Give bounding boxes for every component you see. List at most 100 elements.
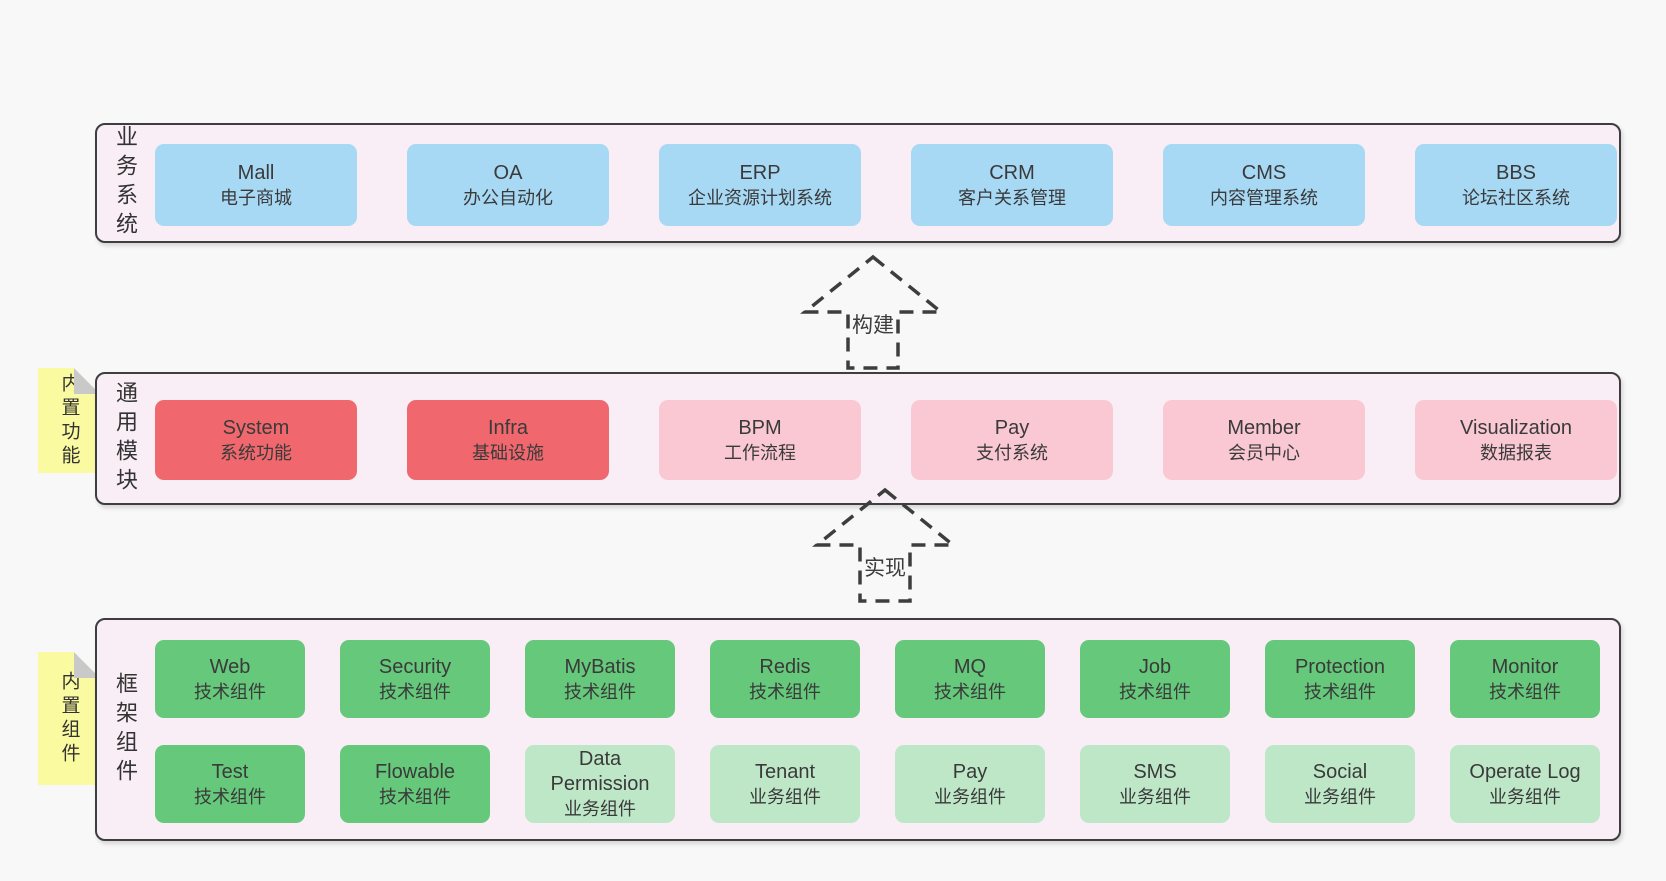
box-row: Mall 电子商城 OA 办公自动化 ERP 企业资源计划系统 CRM 客户关系管理 CMS 内容… xyxy=(155,144,1617,226)
box-subtitle: 工作流程 xyxy=(724,442,796,463)
business-systems-panel: 业务系统 Mall 电子商城 OA 办公自动化 ERP 企业资源计划系统 CRM 客户关系管理… xyxy=(95,123,1621,243)
diagram-box-job: Job 技术组件 xyxy=(1080,640,1230,718)
box-title: Data Permission xyxy=(550,748,650,795)
panel-title-common: 通用模块 xyxy=(113,380,138,497)
diagram-box-mq: MQ 技术组件 xyxy=(895,640,1045,718)
box-subtitle: 技术组件 xyxy=(934,681,1006,702)
box-title: Tenant xyxy=(754,760,816,783)
diagram-box-flowable: Flowable 技术组件 xyxy=(340,745,490,823)
box-subtitle: 基础设施 xyxy=(472,442,544,463)
box-subtitle: 技术组件 xyxy=(1119,681,1191,702)
diagram-box-system: System 系统功能 xyxy=(155,400,357,480)
box-subtitle: 电子商城 xyxy=(220,187,292,208)
diagram-box-cms: CMS 内容管理系统 xyxy=(1163,144,1365,226)
common-modules-panel: 通用模块 System 系统功能 Infra 基础设施 BPM 工作流程 Pay 支付系统 Me… xyxy=(95,372,1621,505)
box-title: MQ xyxy=(953,655,987,678)
implement-arrow xyxy=(812,487,958,603)
diagram-box-sms: SMS 业务组件 xyxy=(1080,745,1230,823)
box-title: ERP xyxy=(739,161,781,184)
box-title: Pay xyxy=(952,760,988,783)
box-subtitle: 业务组件 xyxy=(749,786,821,807)
diagram-box-pay: Pay 业务组件 xyxy=(895,745,1045,823)
builtin-features-sticky-note: 内置功能 xyxy=(38,368,100,473)
box-title: Redis xyxy=(759,655,811,678)
box-subtitle: 技术组件 xyxy=(1304,681,1376,702)
panel-title-framework: 框架组件 xyxy=(113,671,138,788)
diagram-box-bpm: BPM 工作流程 xyxy=(659,400,861,480)
box-subtitle: 技术组件 xyxy=(194,786,266,807)
box-subtitle: 技术组件 xyxy=(564,681,636,702)
build-arrow-label: 构建 xyxy=(852,314,894,337)
sticky-note-label: 内置功能 xyxy=(58,372,80,469)
box-subtitle: 业务组件 xyxy=(564,799,636,819)
builtin-components-sticky-note: 内置组件 xyxy=(38,652,100,785)
box-subtitle: 业务组件 xyxy=(1489,786,1561,807)
box-title: Job xyxy=(1138,655,1172,678)
box-subtitle: 系统功能 xyxy=(220,442,292,463)
box-subtitle: 技术组件 xyxy=(749,681,821,702)
diagram-box-web: Web 技术组件 xyxy=(155,640,305,718)
box-title: Protection xyxy=(1294,655,1386,678)
panel-title-business: 业务系统 xyxy=(113,125,138,241)
box-subtitle: 办公自动化 xyxy=(463,187,553,208)
box-subtitle: 支付系统 xyxy=(976,442,1048,463)
box-subtitle: 技术组件 xyxy=(194,681,266,702)
box-title: Visualization xyxy=(1460,416,1572,439)
box-subtitle: 论坛社区系统 xyxy=(1462,187,1570,208)
diagram-box-oa: OA 办公自动化 xyxy=(407,144,609,226)
box-subtitle: 技术组件 xyxy=(379,681,451,702)
box-title: Security xyxy=(378,655,452,678)
dashed-up-arrow-shape xyxy=(800,254,946,370)
diagram-box-visualization: Visualization 数据报表 xyxy=(1415,400,1617,480)
box-subtitle: 技术组件 xyxy=(379,786,451,807)
box-title: Operate Log xyxy=(1469,760,1581,783)
box-subtitle: 技术组件 xyxy=(1489,681,1561,702)
diagram-box-infra: Infra 基础设施 xyxy=(407,400,609,480)
diagram-box-data-permission: Data Permission 业务组件 xyxy=(525,745,675,823)
diagram-box-bbs: BBS 论坛社区系统 xyxy=(1415,144,1617,226)
box-title: Monitor xyxy=(1491,655,1559,678)
box-row: System 系统功能 Infra 基础设施 BPM 工作流程 Pay 支付系统 Member 会… xyxy=(155,400,1617,480)
implement-arrow-label: 实现 xyxy=(864,557,906,580)
diagram-box-pay: Pay 支付系统 xyxy=(911,400,1113,480)
box-title: Mall xyxy=(237,161,275,184)
build-arrow xyxy=(800,254,946,370)
box-subtitle: 会员中心 xyxy=(1228,442,1300,463)
box-title: Pay xyxy=(994,416,1030,439)
diagram-box-crm: CRM 客户关系管理 xyxy=(911,144,1113,226)
box-title: Flowable xyxy=(374,760,456,783)
diagram-box-mybatis: MyBatis 技术组件 xyxy=(525,640,675,718)
diagram-box-security: Security 技术组件 xyxy=(340,640,490,718)
box-title: System xyxy=(222,416,290,439)
box-title: BPM xyxy=(738,416,782,439)
box-title: OA xyxy=(493,161,523,184)
dashed-up-arrow-shape xyxy=(812,487,958,603)
box-title: MyBatis xyxy=(564,655,636,678)
box-title: Member xyxy=(1227,416,1301,439)
box-title: Web xyxy=(209,655,251,678)
box-subtitle: 内容管理系统 xyxy=(1210,187,1318,208)
box-subtitle: 企业资源计划系统 xyxy=(688,187,832,208)
diagram-box-monitor: Monitor 技术组件 xyxy=(1450,640,1600,718)
box-subtitle: 业务组件 xyxy=(934,786,1006,807)
diagram-box-redis: Redis 技术组件 xyxy=(710,640,860,718)
diagram-box-erp: ERP 企业资源计划系统 xyxy=(659,144,861,226)
box-title: SMS xyxy=(1133,760,1177,783)
diagram-box-social: Social 业务组件 xyxy=(1265,745,1415,823)
diagram-box-protection: Protection 技术组件 xyxy=(1265,640,1415,718)
box-title: Infra xyxy=(487,416,529,439)
box-title: Social xyxy=(1312,760,1368,783)
box-subtitle: 数据报表 xyxy=(1480,442,1552,463)
box-subtitle: 业务组件 xyxy=(1304,786,1376,807)
box-subtitle: 客户关系管理 xyxy=(958,187,1066,208)
box-title: CMS xyxy=(1241,161,1287,184)
box-subtitle: 业务组件 xyxy=(1119,786,1191,807)
diagram-box-operate-log: Operate Log 业务组件 xyxy=(1450,745,1600,823)
box-title: CRM xyxy=(989,161,1035,184)
diagram-box-member: Member 会员中心 xyxy=(1163,400,1365,480)
box-title: BBS xyxy=(1495,161,1537,184)
